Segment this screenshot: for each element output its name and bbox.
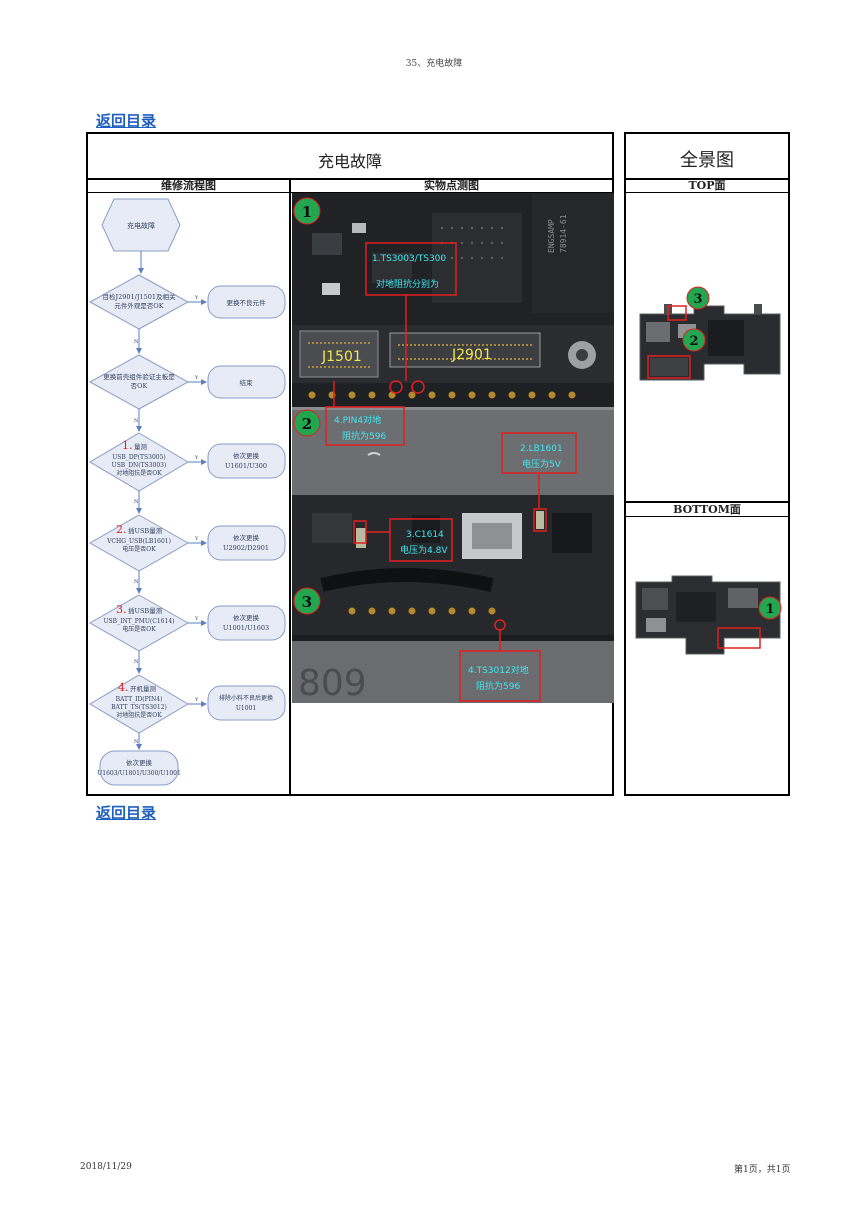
flow-action-4	[207, 525, 286, 561]
annot-2-line1: 2.LB1601	[520, 444, 563, 454]
j2901-label: J2901	[451, 347, 492, 363]
board-closeup-graphic: ENGSAMP 78914-61 J1501 J2901	[292, 193, 614, 703]
annot-1-line2: 对地阻抗分别为	[376, 278, 439, 290]
flow-decision-4-line2: 电压是否OK	[122, 545, 156, 553]
flow-end-line1: 依次更换	[126, 758, 153, 767]
flow-no-4: N	[134, 579, 139, 585]
flow-action-5-line1: 依次更换	[233, 613, 260, 622]
flow-decision-3-line1: USB_DP(TS3005)	[112, 454, 166, 461]
annot-4b-line2: 阻抗为596	[476, 680, 520, 692]
flow-decision-2-line2: 否OK	[131, 382, 148, 390]
flow-action-3	[207, 443, 286, 479]
board-closeup-photo: ENGSAMP 78914-61 J1501 J2901	[292, 193, 614, 703]
flow-action-6-line1: 排除小料不良后更换	[219, 694, 273, 702]
flow-action-5	[207, 605, 286, 641]
flow-decision-4-line0: 插USB量测	[128, 526, 163, 535]
flow-decision-6-line0: 开机量测	[130, 684, 157, 693]
badge-2-photo: 2	[302, 415, 312, 433]
flow-action-1-text: 更换不良元件	[227, 298, 267, 307]
flow-no-5: N	[134, 659, 139, 665]
flow-action-4-line2: U2902/D2901	[223, 544, 269, 552]
flow-yes-1: Y	[194, 295, 199, 301]
flow-action-6-line2: U1001	[236, 705, 256, 712]
flow-no-2: N	[134, 418, 139, 424]
flow-decision-4-line1: VCHG_USB(LB1601)	[106, 538, 171, 545]
col-photo-header: 实物点测图	[291, 179, 612, 193]
annot-2-line2: 电压为5V	[522, 458, 562, 470]
flow-action-2	[207, 365, 286, 399]
flow-decision-4-num: 2.	[116, 523, 127, 536]
flow-decision-1-line1: 目检J2901/J1501及相关	[103, 292, 176, 301]
badge-2-top: 2	[689, 334, 698, 349]
flow-decision-6-line2: BATT_TS(TS3012)	[111, 704, 167, 711]
annot-1-line1: 1.TS3003/TS300	[372, 254, 446, 264]
top-side-header: TOP面	[626, 179, 788, 193]
main-table: 充电故障 维修流程图 实物点测图 充电故障 目检J2901/J1501及相关 元…	[86, 132, 614, 796]
flow-decision-5-line1: USB_INT_PMU(C1614)	[104, 618, 175, 625]
j1501-label: J1501	[321, 349, 362, 365]
flow-end-box	[99, 750, 179, 786]
flow-decision-5-line2: 电压是否OK	[122, 625, 156, 633]
chip-code: 78914-61	[559, 214, 568, 253]
board-number: 809	[298, 663, 367, 703]
flow-decision-3-line2: USB_DN(TS3003)	[112, 462, 167, 469]
badge-1-bottom: 1	[765, 602, 774, 617]
flow-decision-6-line3: 对地阻抗是否OK	[116, 711, 162, 719]
badge-3-photo: 3	[302, 593, 312, 611]
flow-no-3: N	[134, 499, 139, 505]
flow-action-2-text: 结束	[240, 378, 254, 387]
page-header: 35、充电故障	[405, 59, 463, 69]
flow-no-6: N	[134, 739, 139, 745]
flow-decision-3-line3: 对地阻抗是否OK	[116, 469, 162, 477]
annot-3-line1: 3.C1614	[406, 530, 444, 540]
annot-4a-line1: 4.PIN4对地	[334, 414, 381, 426]
flow-action-4-line1: 依次更换	[233, 533, 260, 542]
flow-end-line2: U1603/U1801/U300/U1001	[97, 770, 181, 777]
annot-4a-line2: 阻抗为596	[342, 430, 386, 442]
flow-action-5-line2: U1001/U1603	[223, 624, 269, 632]
col-flow-header: 维修流程图	[88, 179, 291, 193]
flow-decision-5-num: 3.	[116, 603, 127, 616]
flow-yes-4: Y	[194, 536, 199, 542]
flow-action-1	[207, 285, 286, 319]
flow-decision-3-num: 1.	[122, 439, 133, 452]
overview-title: 全景图	[680, 150, 734, 171]
flow-start-text: 充电故障	[127, 221, 155, 230]
badge-3-top: 3	[693, 292, 702, 307]
flow-yes-3: Y	[194, 455, 199, 461]
footer-date: 2018/11/29	[80, 1162, 132, 1172]
flow-start-hexagon	[101, 198, 181, 252]
flow-action-3-line2: U1601/U300	[225, 462, 267, 470]
flow-decision-3-line0: 量测	[134, 443, 148, 451]
flow-decision-1-line2: 元件外观是否OK	[114, 301, 163, 310]
flow-decision-2-line1: 更换前壳组件验证主板是	[103, 372, 175, 381]
bottom-side-header: BOTTOM面	[626, 503, 788, 517]
annot-4b-line1: 4.TS3012对地	[468, 664, 529, 676]
back-to-contents-link-bottom[interactable]: 返回目录	[96, 804, 157, 822]
footer-page-count: 第1页，共1页	[734, 1165, 791, 1175]
flow-no-1: N	[134, 339, 139, 345]
flow-yes-2: Y	[194, 375, 199, 381]
flow-decision-6-num: 4.	[118, 681, 129, 694]
flow-yes-5: Y	[194, 616, 199, 622]
badge-1-photo: 1	[302, 203, 312, 221]
flow-decision-5-line0: 插USB量测	[128, 606, 163, 615]
flow-decision-6-line1: BATT_ID(PIN4)	[116, 696, 163, 703]
flow-action-3-line1: 依次更换	[233, 451, 260, 460]
overview-table: 全景图 TOP面 BOTTOM面 3 2 1	[624, 132, 790, 796]
bottom-board-image: 1	[635, 575, 782, 655]
flow-action-6	[207, 685, 286, 721]
flow-yes-6: Y	[194, 697, 199, 703]
chip-marking: ENGSAMP	[547, 219, 556, 253]
repair-flowchart: 充电故障 目检J2901/J1501及相关 元件外观是否OK Y 更换不良元件 …	[88, 198, 286, 786]
annot-3-line2: 电压为4.8V	[400, 544, 448, 556]
main-title: 充电故障	[317, 152, 382, 171]
back-to-contents-link-top[interactable]: 返回目录	[96, 112, 157, 130]
top-board-image: 3 2	[639, 286, 781, 381]
